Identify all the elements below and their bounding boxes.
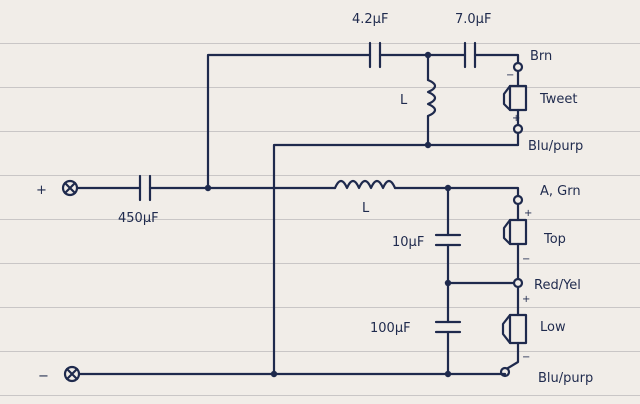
cap-tweet-second-label: 7.0µF — [455, 12, 491, 27]
wire-low-out — [506, 341, 520, 370]
low-pos-mark: + — [522, 294, 530, 305]
tweet-name: Tweet — [539, 92, 578, 107]
cap-input-label: 450µF — [118, 211, 159, 226]
wire-tweet-riser — [206, 53, 372, 190]
top-pos-mark: + — [524, 208, 532, 219]
low-neg-mark: − — [522, 352, 530, 363]
inductor-series — [333, 179, 397, 190]
low-name: Low — [540, 320, 566, 335]
tweet-terminal-top — [512, 61, 524, 73]
mid-terminal — [512, 277, 524, 289]
tweet-pos-mark: + — [512, 113, 520, 124]
top-speaker-icon — [502, 218, 528, 246]
low-terminal-bottom — [499, 366, 511, 378]
tweeter-speaker-icon — [502, 84, 528, 112]
tweet-top-tag: Brn — [530, 49, 552, 64]
inductor-tweet-shunt — [426, 78, 437, 118]
positive-label: + — [36, 183, 47, 198]
low-bottom-tag: Blu/purp — [538, 371, 593, 386]
cap-tweet-first-label: 4.2µF — [352, 12, 388, 27]
negative-label: − — [38, 369, 49, 384]
inductor-tweet-label: L — [400, 93, 408, 108]
negative-input-terminal — [63, 365, 81, 383]
tweet-bottom-tag: Blu/purp — [528, 139, 583, 154]
cap-top-label: 10µF — [392, 235, 424, 250]
capacitor-input-series — [138, 174, 152, 202]
capacitor-top-shunt — [434, 233, 462, 247]
capacitor-tweet-second — [463, 41, 477, 69]
tweet-neg-mark: − — [506, 70, 514, 81]
top-tag: A, Grn — [540, 184, 581, 199]
inductor-series-label: L — [362, 201, 370, 216]
top-terminal-top — [512, 194, 524, 206]
capacitor-low-shunt — [434, 320, 462, 334]
tweet-terminal-bottom — [512, 123, 524, 135]
wire-to-top-terminal — [393, 186, 520, 198]
wire-tweet-return — [272, 143, 520, 376]
mid-tag: Red/Yel — [534, 278, 581, 293]
low-speaker-icon — [501, 313, 528, 345]
capacitor-tweet-first — [368, 41, 382, 69]
cap-low-label: 100µF — [370, 321, 411, 336]
wire-to-tweet-terminal — [473, 53, 520, 65]
positive-input-terminal — [61, 179, 79, 197]
top-name: Top — [543, 232, 566, 247]
top-neg-mark: − — [522, 254, 530, 265]
